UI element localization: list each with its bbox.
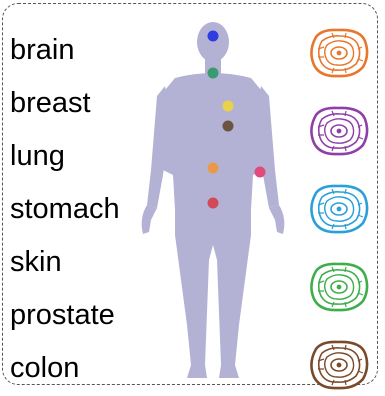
neck-marker — [208, 68, 219, 79]
label-lung: lung — [10, 139, 65, 173]
cell-icon-brown — [308, 339, 370, 396]
human-body-icon — [135, 20, 295, 385]
breast-marker — [223, 101, 234, 112]
skin-marker — [255, 167, 266, 178]
label-prostate: prostate — [10, 298, 115, 332]
colon-marker — [208, 198, 219, 209]
label-brain: brain — [10, 33, 75, 67]
cell-icon-blue — [308, 183, 370, 240]
cell-icon-purple — [308, 105, 370, 162]
stomach-marker — [208, 163, 219, 174]
label-skin: skin — [10, 245, 62, 279]
label-breast: breast — [10, 86, 91, 120]
cell-icon-orange — [308, 27, 370, 84]
label-colon: colon — [10, 351, 79, 385]
brain-marker — [208, 31, 219, 42]
label-stomach: stomach — [10, 192, 120, 226]
lung-marker — [223, 121, 234, 132]
cell-icon-green — [308, 261, 370, 318]
